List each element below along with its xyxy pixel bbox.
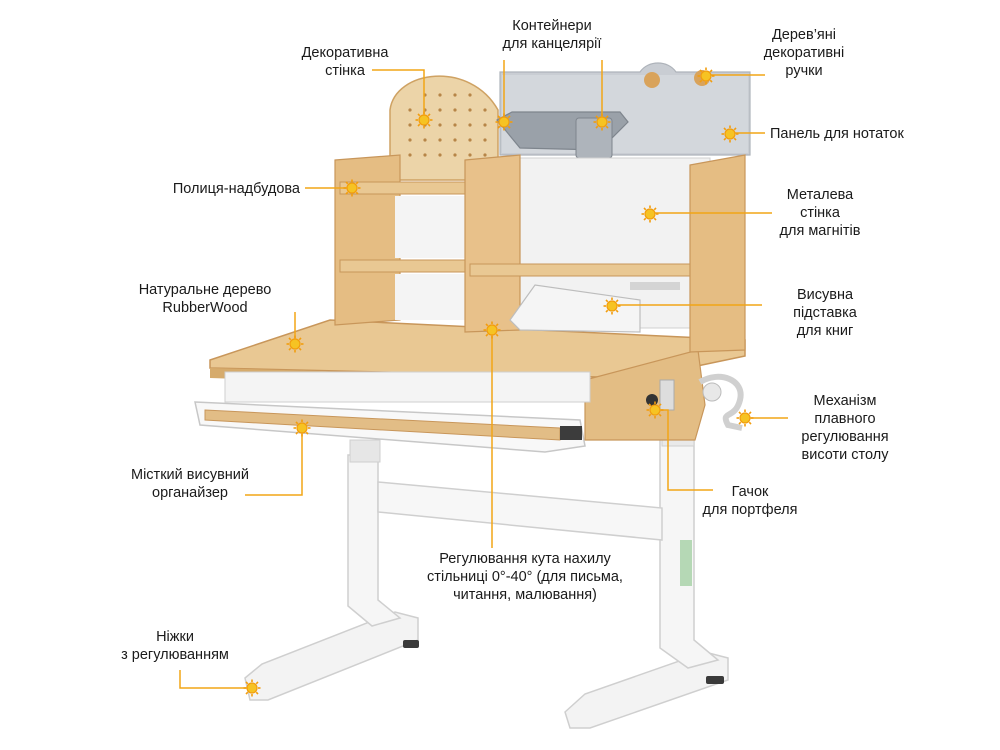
- label-containers: Контейнери для канцелярії: [502, 18, 602, 52]
- hotspot-dot-icon: [593, 113, 611, 131]
- hotspot-dot-icon: [415, 111, 433, 129]
- hotspot-dot-icon: [483, 321, 501, 339]
- hotspot-dot-icon: [243, 679, 261, 697]
- label-organizer: Місткий висувний органайзер: [131, 467, 249, 501]
- hotspot-dot-icon: [721, 125, 739, 143]
- label-wood: Натуральне дерево RubberWood: [138, 282, 272, 316]
- book-stand: [509, 284, 641, 333]
- label-metal-wall: Металева стінка для магнітів: [779, 187, 861, 239]
- left-foot: [244, 611, 419, 701]
- label-handles: Дерев’яні декоративні ручки: [763, 27, 845, 79]
- right-foot: [564, 651, 729, 729]
- label-decor-wall: Декоративна стінка: [301, 45, 389, 79]
- desk-top: [194, 319, 746, 453]
- hotspot-dot-icon: [343, 179, 361, 197]
- crossbar: [377, 481, 663, 541]
- hotspot-dot-icon: [736, 409, 754, 427]
- hotspot-dot-icon: [697, 67, 715, 85]
- label-tilt: Регулювання кута нахилу стільниці 0°-40°…: [427, 551, 623, 603]
- label-hook: Гачок для портфеля: [702, 484, 798, 518]
- label-mechanism: Механізм плавного регулювання висоти сто…: [801, 393, 889, 463]
- label-book-stand: Висувна підставка для книг: [793, 287, 857, 339]
- label-legs: Ніжки з регулюванням: [121, 629, 229, 663]
- label-shelf: Полиця-надбудова: [172, 181, 300, 197]
- label-notes-panel: Панель для нотаток: [770, 126, 904, 142]
- hotspot-dot-icon: [286, 335, 304, 353]
- left-shelf-unit: [334, 154, 401, 326]
- hotspot-dot-icon: [641, 205, 659, 223]
- hutch: [334, 62, 751, 353]
- hotspot-dot-icon: [646, 401, 664, 419]
- hotspot-dot-icon: [603, 297, 621, 315]
- hotspot-dot-icon: [495, 113, 513, 131]
- hotspot-dot-icon: [293, 419, 311, 437]
- hotspot-dots: [243, 67, 754, 697]
